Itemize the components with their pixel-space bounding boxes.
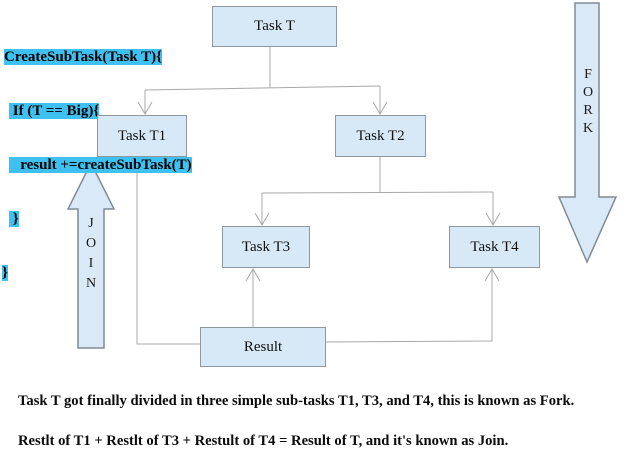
code-line-1-text: CreateSubTask(Task T){ (4, 49, 163, 65)
pseudocode-block: CreateSubTask(Task T){ If (T == Big){ re… (2, 12, 192, 318)
arrowhead-down-t3 (254, 212, 270, 226)
code-line-5-text: } (2, 265, 8, 281)
code-line-2-text: If (T == Big){ (9, 103, 100, 119)
code-line-3-text: result +=createSubTask(T) (9, 157, 192, 173)
arrowhead-up-t3 (245, 268, 261, 282)
code-line-5: } (2, 264, 192, 282)
fork-arrow-label: F O R K (582, 67, 594, 136)
task-t1-box: Task T1 (97, 115, 187, 157)
arrowhead-down-t2 (372, 101, 388, 115)
caption-fork-text: Task T got finally divided in three simp… (18, 393, 575, 409)
fork-block-arrow-down (557, 2, 618, 264)
caption-join-text: Restlt of T1 + Restlt of T3 + Restult of… (18, 433, 509, 449)
result-box: Result (200, 327, 326, 367)
task-t2-box: Task T2 (335, 115, 426, 157)
arrowhead-down-t4 (485, 212, 501, 226)
arrowhead-up-t4 (484, 268, 500, 282)
code-line-3: result +=createSubTask(T) (2, 156, 192, 174)
code-line-2: If (T == Big){ (2, 102, 192, 120)
code-line-1: CreateSubTask(Task T){ (2, 48, 192, 66)
join-block-arrow-up (66, 161, 116, 349)
code-line-4-text: } (9, 211, 19, 227)
task-t4-box: Task T4 (449, 226, 540, 268)
task-t3-box: Task T3 (222, 226, 310, 268)
task-t-box: Task T (212, 6, 337, 47)
join-arrow-label: J O I N (85, 216, 97, 291)
connector-lines (129, 47, 501, 345)
code-line-4: } (2, 210, 192, 228)
arrowhead-down-t1 (137, 101, 153, 115)
